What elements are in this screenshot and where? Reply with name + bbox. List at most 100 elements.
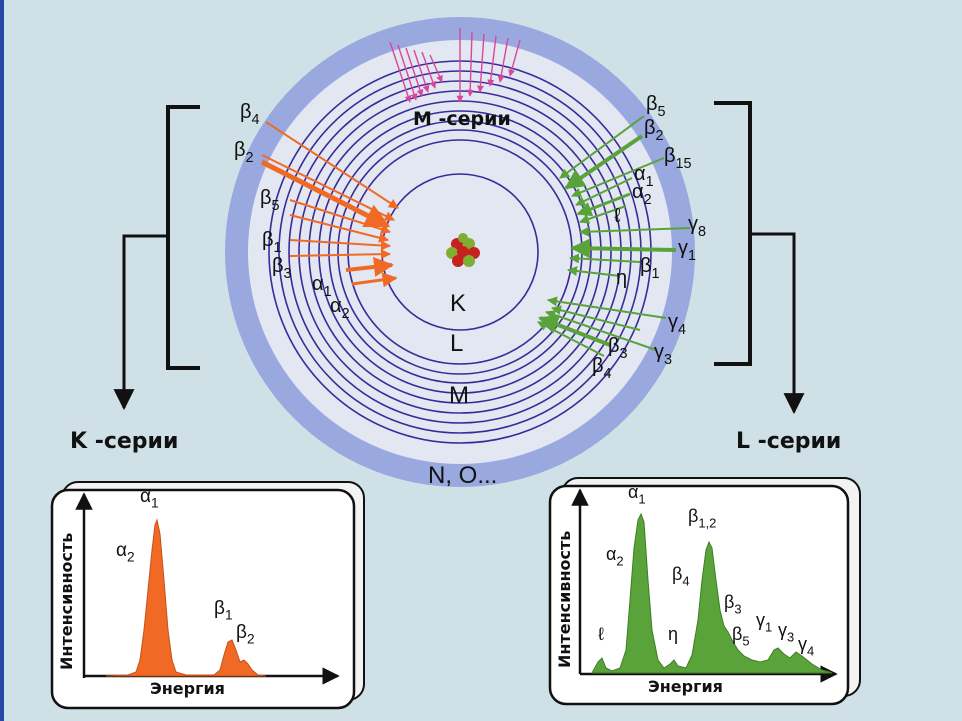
k-spectrum-curve: [105, 518, 267, 677]
k-line-label: α2: [330, 295, 350, 322]
l-line-label-subscript: 1: [646, 174, 654, 190]
l-peak-label: β1,2: [688, 506, 716, 530]
l-spectrum-ylabel: Интенсивность: [555, 531, 574, 668]
l-line-label-subscript: 2: [644, 192, 652, 208]
k-line-label-symbol: β: [262, 229, 274, 251]
l-line-label: β2: [644, 117, 664, 144]
l-line-label-symbol: β: [644, 117, 656, 139]
k-line-label: β5: [260, 187, 280, 214]
k-peak-label: β2: [236, 622, 255, 647]
l-peak-label: ℓ: [598, 624, 604, 644]
l-line-label: β1: [640, 255, 660, 282]
l-line-label-symbol: β: [664, 145, 676, 167]
l-peak-label-symbol: γ: [798, 634, 807, 654]
k-line-label-subscript: 2: [246, 150, 254, 166]
l-line-label-symbol: γ: [678, 237, 688, 259]
k-line-label-subscript: 5: [272, 198, 280, 214]
l-peak-label-subscript: 3: [787, 629, 794, 644]
l-line-label-symbol: β: [608, 335, 620, 357]
k-line-label-symbol: β: [272, 255, 284, 277]
k-line-label: β3: [272, 255, 292, 282]
l-peak-label-subscript: 4: [682, 573, 689, 588]
shell-label-k: K: [450, 290, 466, 317]
l-peak-label-symbol: β: [724, 592, 734, 612]
l-peak-label-subscript: 1: [638, 491, 645, 506]
l-line-label-symbol: γ: [668, 311, 678, 333]
l-peak-label-symbol: γ: [756, 610, 765, 630]
l-line-label: ℓ: [614, 205, 621, 227]
k-line-label-subscript: 4: [252, 112, 260, 128]
k-line-label-subscript: 3: [284, 266, 292, 282]
l-line-label-symbol: η: [616, 267, 627, 289]
l-peak-label: β5: [732, 624, 750, 648]
l-line-label: β4: [592, 355, 612, 382]
k-peak-label-subscript: 2: [127, 550, 135, 565]
nucleus: [446, 233, 480, 267]
l-line-label-symbol: α: [634, 163, 646, 185]
l-peak-label-symbol: β: [672, 564, 682, 584]
l-line-label-symbol: β: [646, 93, 658, 115]
l-line-label: η: [616, 267, 627, 289]
shell-label-m: M: [449, 382, 469, 409]
l-peak-label-symbol: γ: [778, 620, 787, 640]
l-line-label-subscript: 4: [678, 322, 686, 338]
l-peak-label-symbol: β: [688, 506, 698, 526]
k-series-transitions: [260, 121, 399, 288]
l-line-label: γ4: [668, 311, 686, 338]
k-peak-label-subscript: 1: [151, 496, 159, 511]
l-line-label-symbol: ℓ: [614, 205, 621, 227]
l-line-label-subscript: 5: [658, 104, 666, 120]
l-line-label: γ8: [688, 213, 706, 240]
k-line-label-symbol: β: [234, 139, 246, 161]
l-line-label-symbol: β: [640, 255, 652, 277]
k-line-label: β4: [240, 101, 260, 128]
l-line-label-symbol: γ: [688, 213, 698, 235]
k-peak-label-symbol: α: [140, 486, 151, 507]
l-peak-label-subscript: 5: [742, 633, 749, 648]
k-series-label: K -серии: [70, 429, 178, 454]
l-peak-label-symbol: α: [606, 544, 616, 564]
l-line-label-subscript: 2: [656, 128, 664, 144]
l-line-label-subscript: 1: [688, 248, 696, 264]
k-peak-label-symbol: β: [214, 598, 225, 619]
m-series-label: M -серии: [413, 108, 511, 130]
l-peak-label-subscript: 1: [765, 619, 772, 634]
l-peak-label-symbol: β: [732, 624, 742, 644]
k-spectrum-xlabel: Энергия: [150, 679, 225, 698]
l-line-label: β5: [646, 93, 666, 120]
l-line-label: γ3: [654, 341, 672, 368]
k-peak-label: β1: [214, 598, 233, 623]
l-peak-label: γ1: [756, 610, 772, 634]
l-line-label-subscript: 1: [652, 266, 660, 282]
orbit-ring: [318, 110, 602, 394]
l-line-label-symbol: α: [632, 181, 644, 203]
shell-label-outer: N, O...: [428, 462, 497, 489]
l-peak-label: β3: [724, 592, 742, 616]
l-line-label: α1: [634, 163, 654, 190]
l-line-label-subscript: 4: [604, 366, 612, 382]
k-spectrum-ylabel: Интенсивность: [57, 533, 76, 670]
l-spectrum-curve: [591, 512, 833, 674]
l-line-label-symbol: β: [592, 355, 604, 377]
k-line-label: β2: [234, 139, 254, 166]
k-peak-label: α1: [140, 486, 159, 511]
l-peak-label-symbol: ℓ: [598, 624, 604, 644]
l-series-bracket: [714, 101, 805, 415]
l-series-transitions: [537, 115, 691, 357]
k-line-label: α1: [312, 273, 332, 300]
l-peak-label: η: [668, 624, 678, 644]
k-line-label-symbol: β: [260, 187, 272, 209]
l-line-label: β15: [664, 145, 692, 172]
k-peak-label: α2: [116, 540, 135, 565]
l-peak-label: γ3: [778, 620, 794, 644]
k-line-label-subscript: 2: [342, 306, 350, 322]
k-line-label: β1: [262, 229, 282, 256]
l-line-label-subscript: 3: [620, 346, 628, 362]
l-spectrum-xlabel: Энергия: [648, 677, 723, 696]
